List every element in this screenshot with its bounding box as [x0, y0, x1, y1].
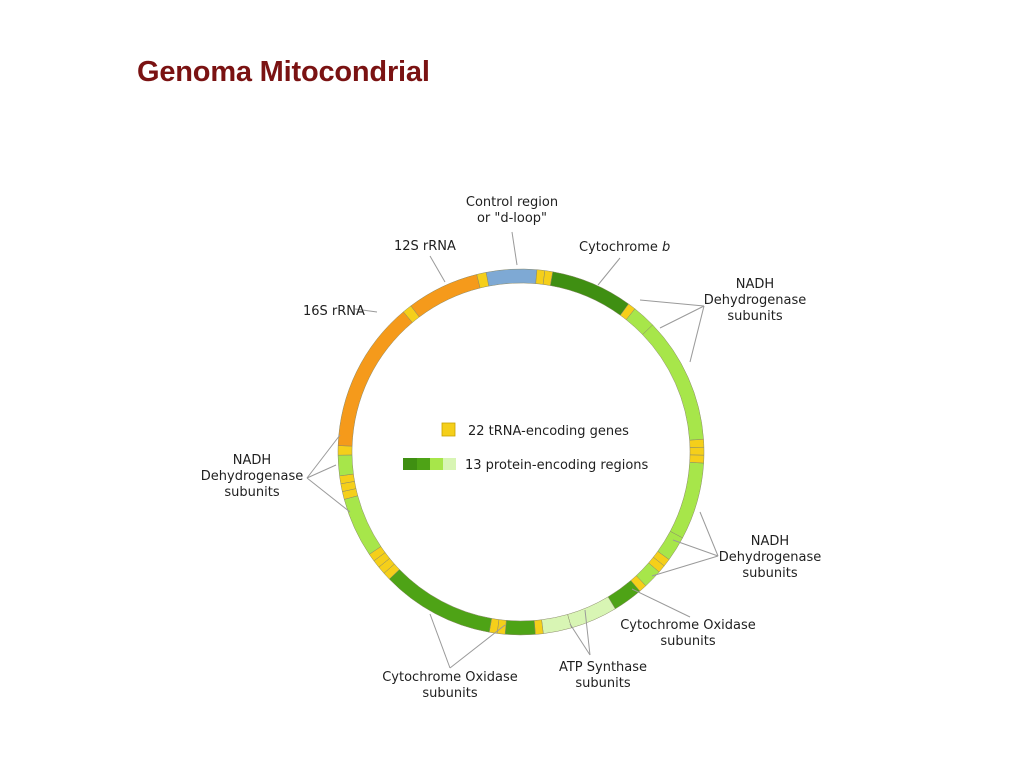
svg-text:NADH: NADH — [233, 453, 271, 468]
leader-line — [306, 464, 337, 479]
segment-trna — [337, 445, 353, 456]
legend-trna-label: 22 tRNA-encoding genes — [468, 424, 629, 439]
leader-lines — [306, 231, 719, 669]
svg-text:Dehydrogenase: Dehydrogenase — [719, 550, 821, 565]
label-nadh-left: NADH Dehydrogenase subunits — [201, 453, 303, 500]
legend-protein-label: 13 protein-encoding regions — [465, 458, 649, 473]
leader-line — [699, 511, 719, 557]
leader-line — [449, 624, 506, 669]
label-nadh-lower-right: NADH Dehydrogenase subunits — [719, 534, 821, 581]
segment-12s-rrna — [410, 274, 481, 318]
genome-ring — [337, 268, 705, 636]
segment-control-region — [485, 268, 538, 287]
segment-trna — [689, 454, 705, 464]
svg-text:Control region: Control region — [466, 195, 558, 210]
leader-line — [511, 231, 518, 266]
leader-line — [597, 257, 621, 286]
svg-text:Cytochrome Oxidase: Cytochrome Oxidase — [620, 618, 756, 633]
segment-nadh — [337, 454, 354, 477]
leader-line — [306, 477, 351, 513]
leader-line — [659, 305, 705, 329]
leader-line — [631, 588, 691, 618]
svg-text:subunits: subunits — [727, 309, 782, 324]
leader-line — [651, 555, 719, 577]
segment-cytochrome-oxidase — [389, 569, 492, 633]
label-atp-synthase: ATP Synthase subunits — [559, 660, 647, 691]
svg-text:subunits: subunits — [422, 686, 477, 701]
segment-trna — [689, 438, 705, 448]
segment-nadh — [642, 324, 704, 441]
label-16s-rrna: 16S rRNA — [303, 304, 365, 319]
label-control-region: Control region or "d-loop" — [466, 195, 558, 226]
svg-text:subunits: subunits — [742, 566, 797, 581]
leader-line — [689, 305, 705, 363]
label-cytochrome-b: Cytochrome b — [579, 240, 670, 255]
leader-line — [672, 539, 719, 557]
svg-text:Dehydrogenase: Dehydrogenase — [704, 293, 806, 308]
legend: 22 tRNA-encoding genes 13 protein-encodi… — [403, 422, 649, 473]
svg-text:NADH: NADH — [736, 277, 774, 292]
segment-cytochrome-b — [550, 271, 629, 316]
leader-line — [429, 255, 446, 283]
svg-text:NADH: NADH — [751, 534, 789, 549]
svg-text:subunits: subunits — [224, 485, 279, 500]
svg-text:subunits: subunits — [575, 676, 630, 691]
leader-line — [354, 308, 378, 313]
leader-line — [584, 609, 591, 656]
label-12s-rrna: 12S rRNA — [394, 239, 456, 254]
legend-protein-swatch — [403, 458, 456, 470]
segment-trna — [476, 272, 490, 289]
leader-line — [306, 434, 341, 479]
segment-atp-synthase — [567, 596, 616, 629]
label-nadh-upper-right: NADH Dehydrogenase subunits — [704, 277, 806, 324]
legend-trna-swatch — [441, 422, 456, 437]
segment-16s-rrna — [337, 311, 413, 447]
svg-text:Cytochrome Oxidase: Cytochrome Oxidase — [382, 670, 518, 685]
leader-line — [429, 613, 451, 669]
leader-line — [569, 623, 591, 656]
segment-cytochrome-oxidase — [504, 620, 536, 636]
label-cox-left: Cytochrome Oxidase subunits — [382, 670, 518, 701]
svg-text:or "d-loop": or "d-loop" — [477, 211, 547, 226]
segment-trna — [533, 619, 544, 635]
segment-atp-synthase — [541, 614, 572, 634]
segment-nadh — [343, 495, 382, 555]
segment-trna — [689, 446, 705, 456]
svg-text:subunits: subunits — [660, 634, 715, 649]
svg-text:Dehydrogenase: Dehydrogenase — [201, 469, 303, 484]
segment-nadh — [669, 462, 704, 539]
label-cox-right: Cytochrome Oxidase subunits — [620, 618, 756, 649]
svg-text:ATP Synthase: ATP Synthase — [559, 660, 647, 675]
leader-line — [639, 299, 705, 307]
page-title: Genoma Mitocondrial — [137, 56, 430, 88]
